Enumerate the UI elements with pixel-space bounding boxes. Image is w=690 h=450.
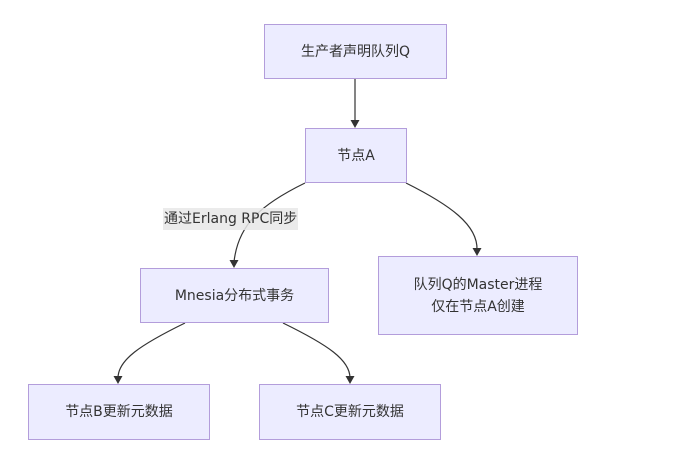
- edge-label-rpc-sync: 通过Erlang RPC同步: [163, 208, 299, 230]
- node-b[interactable]: 节点B更新元数据: [28, 384, 210, 440]
- node-mnesia[interactable]: Mnesia分布式事务: [140, 268, 329, 323]
- arrowhead-nodeB: [113, 376, 123, 384]
- node-c[interactable]: 节点C更新元数据: [259, 384, 441, 440]
- arrowhead-nodeA: [350, 120, 360, 128]
- node-master-line-2: 仅在节点A创建: [431, 298, 525, 315]
- node-producer-label: 生产者声明队列Q: [300, 43, 411, 60]
- node-a-label: 节点A: [337, 147, 375, 164]
- node-master[interactable]: 队列Q的Master进程 仅在节点A创建: [378, 256, 578, 335]
- node-c-label: 节点C更新元数据: [296, 404, 404, 420]
- node-mnesia-label: Mnesia分布式事务: [174, 287, 295, 304]
- edge-nodeA-to-master: [405, 182, 478, 251]
- arrowhead-mnesia: [229, 260, 239, 268]
- node-b-label: 节点B更新元数据: [65, 404, 173, 420]
- arrowhead-nodeC: [345, 376, 355, 384]
- node-master-line-1: 队列Q的Master进程: [413, 276, 543, 293]
- edge-mnesia-to-nodeB: [117, 322, 186, 379]
- node-a[interactable]: 节点A: [305, 128, 407, 183]
- edge-mnesia-to-nodeC: [282, 322, 351, 379]
- node-producer[interactable]: 生产者声明队列Q: [264, 24, 447, 79]
- arrowhead-master: [472, 248, 482, 256]
